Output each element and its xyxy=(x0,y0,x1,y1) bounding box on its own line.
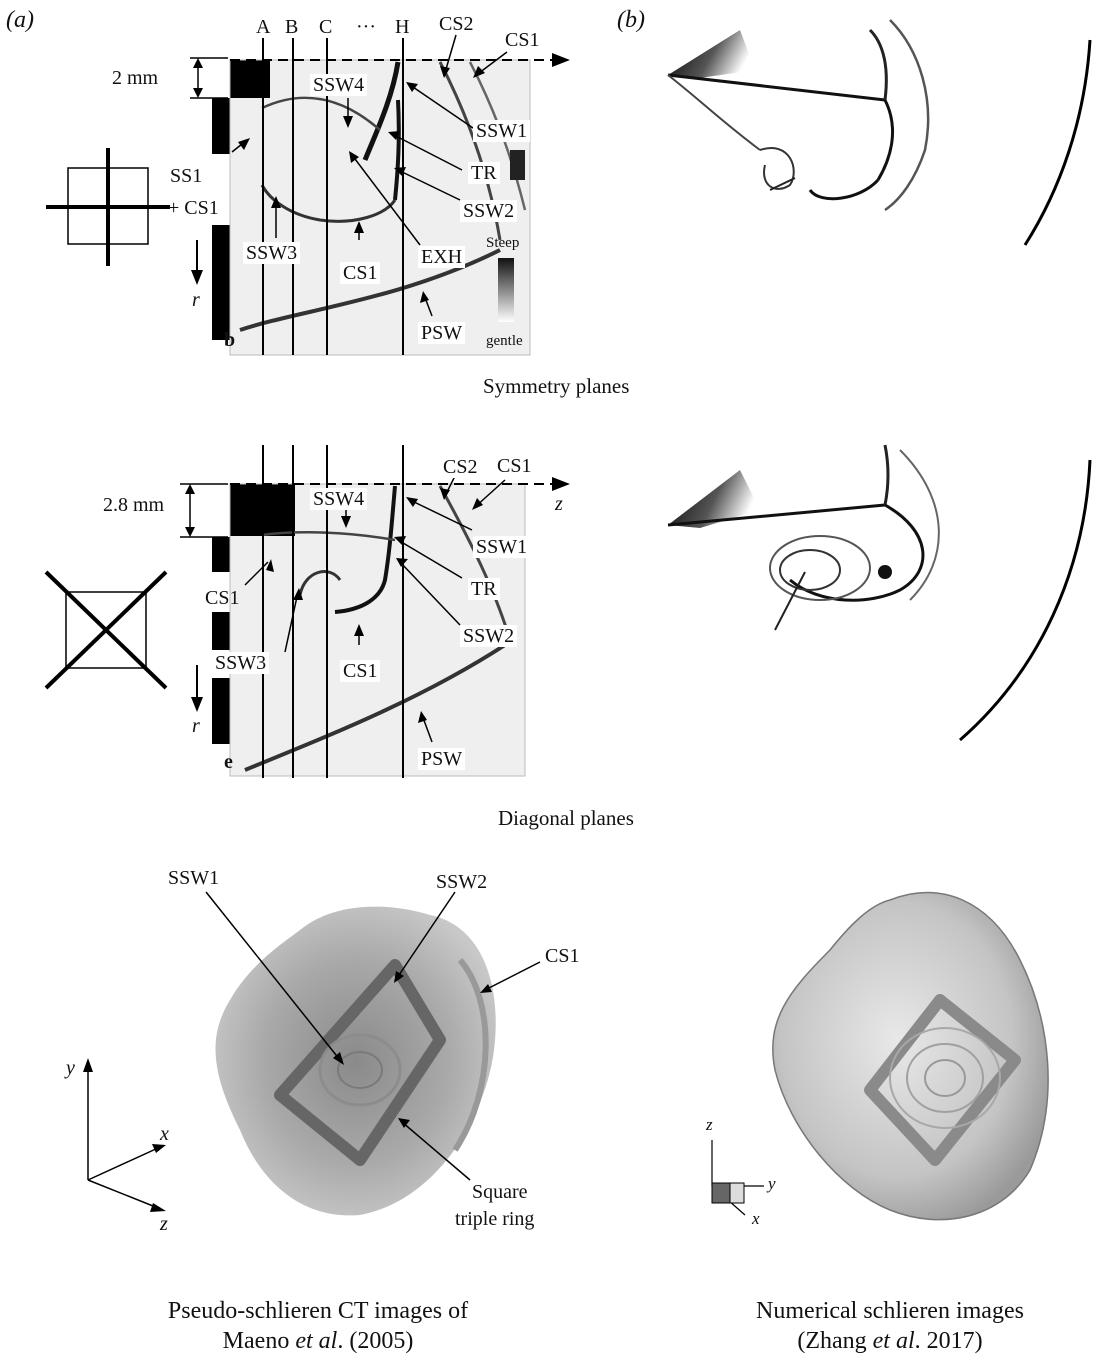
symmetry-numerical-image xyxy=(667,19,1092,246)
ct-axes xyxy=(87,1065,159,1209)
cs1-top-label-symmetry: CS1 xyxy=(505,29,540,51)
diagonal-scale-bar xyxy=(180,483,228,538)
y-axis-label-ct: y xyxy=(66,1057,75,1079)
colorbar xyxy=(498,258,514,322)
cs1-label-3d: CS1 xyxy=(545,945,580,967)
diagonal-station-lines xyxy=(262,445,404,778)
z-axis-label-diagonal: z xyxy=(555,493,563,515)
ss1-label: SS1 xyxy=(170,165,203,187)
cs1-left-label-diagonal: CS1 xyxy=(205,587,240,609)
station-ellipsis-label: ··· xyxy=(356,16,376,38)
right-caption: Numerical schlieren images (Zhang et al.… xyxy=(720,1296,1060,1356)
x-axis-label-num: x xyxy=(752,1209,760,1228)
ct-3d-image xyxy=(215,906,496,1216)
tr-label-diagonal: TR xyxy=(468,578,500,600)
ssw4-label-symmetry: SSW4 xyxy=(310,74,368,96)
ssw3-label-symmetry: SSW3 xyxy=(243,242,301,264)
symmetry-plane-symbol xyxy=(46,148,170,266)
diagonal-planes-caption: Diagonal planes xyxy=(498,806,634,830)
diagonal-plane-symbol xyxy=(44,570,168,690)
psw-label-diagonal: PSW xyxy=(418,748,466,770)
station-c-label: C xyxy=(319,16,333,38)
ssw1-label-diagonal: SSW1 xyxy=(473,536,531,558)
panel-label-a: (a) xyxy=(6,7,34,33)
exh-label: EXH xyxy=(418,246,466,268)
ssw2-label-symmetry: SSW2 xyxy=(460,200,518,222)
sub-e-label: e xyxy=(224,751,233,773)
sub-b-label: b xyxy=(224,329,236,351)
z-axis-label-ct: z xyxy=(160,1213,168,1235)
station-a-label: A xyxy=(256,16,271,38)
panel-label-b: (b) xyxy=(617,7,645,33)
ssw2-label-diagonal: SSW2 xyxy=(460,625,518,647)
ssw1-label-3d: SSW1 xyxy=(168,867,220,889)
diagonal-arrowheads xyxy=(266,488,483,723)
ssw2-label-3d: SSW2 xyxy=(436,871,488,893)
ssw3-label-diagonal: SSW3 xyxy=(212,652,270,674)
symmetry-arrowheads xyxy=(238,66,485,303)
psw-label-symmetry: PSW xyxy=(418,322,466,344)
symmetry-station-lines xyxy=(262,38,404,355)
symmetry-planes-caption: Symmetry planes xyxy=(483,374,630,398)
tr-label-symmetry: TR xyxy=(468,162,500,184)
right-caption-line2: (Zhang et al. 2017) xyxy=(797,1328,983,1354)
cs2-label-diagonal: CS2 xyxy=(440,456,481,478)
diagonal-numerical-image xyxy=(667,444,1092,742)
ct-arrows xyxy=(205,891,541,1181)
ssw4-label-diagonal: SSW4 xyxy=(310,488,368,510)
left-caption: Pseudo-schlieren CT images of Maeno et a… xyxy=(138,1296,498,1356)
plus-cs1-label: + CS1 xyxy=(168,197,219,219)
r-label-diagonal: r xyxy=(192,715,200,737)
square-label: Square xyxy=(472,1181,528,1203)
colorbar-gentle-label: gentle xyxy=(486,333,523,349)
scale-2mm-label: 2 mm xyxy=(112,67,159,89)
cs1-top-label-diagonal: CS1 xyxy=(497,455,532,477)
cs2-label-symmetry: CS2 xyxy=(439,13,474,35)
cs1-mid-label-diagonal: CS1 xyxy=(340,660,381,682)
left-caption-line2: Maeno et al. (2005) xyxy=(222,1328,414,1354)
r-label-symmetry: r xyxy=(192,289,200,311)
x-axis-label-ct: x xyxy=(160,1123,169,1145)
y-axis-label-num: y xyxy=(768,1174,776,1193)
numerical-3d-image xyxy=(772,891,1049,1221)
z-axis-label-num: z xyxy=(706,1115,713,1134)
station-h-label: H xyxy=(395,16,410,38)
station-b-label: B xyxy=(285,16,299,38)
triple-ring-label: triple ring xyxy=(455,1208,535,1230)
scale-2-8mm-label: 2.8 mm xyxy=(103,494,165,516)
right-caption-line1: Numerical schlieren images xyxy=(756,1298,1024,1324)
numerical-axes xyxy=(711,1140,764,1216)
ssw1-label-symmetry: SSW1 xyxy=(473,120,531,142)
colorbar-steep-label: Steep xyxy=(486,235,520,251)
left-caption-line1: Pseudo-schlieren CT images of xyxy=(167,1298,469,1324)
cs1-mid-label-symmetry: CS1 xyxy=(340,262,381,284)
